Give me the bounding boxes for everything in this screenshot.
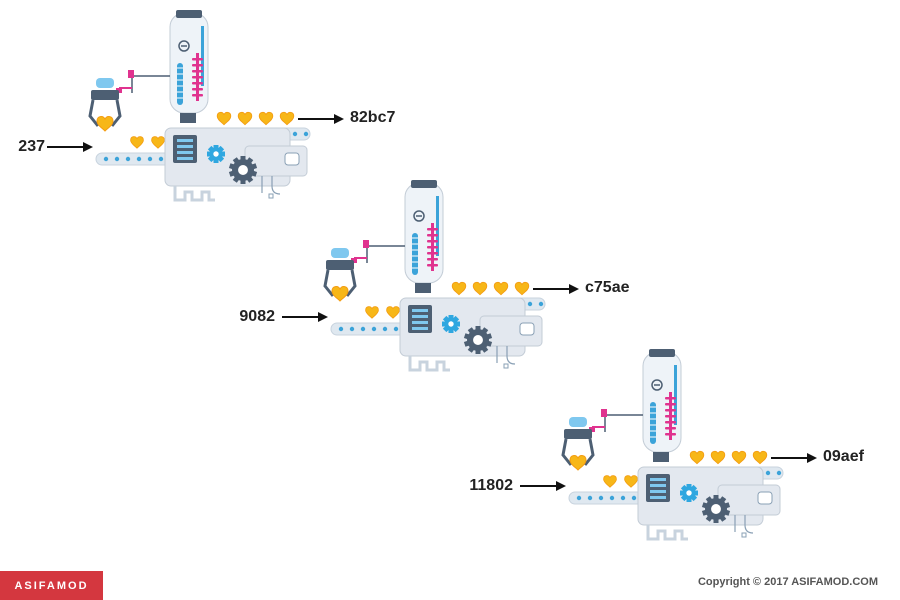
heart-icon	[279, 111, 295, 126]
heart-icon	[258, 111, 274, 126]
asifamod-logo: ASIFAMOD	[0, 571, 103, 600]
hash-machine-3	[561, 347, 823, 547]
machine-illustration	[323, 180, 546, 372]
output-arrow-3	[771, 453, 817, 463]
heart-icon	[752, 450, 768, 465]
gear-icon	[442, 315, 460, 333]
output-arrow-1	[298, 114, 344, 124]
heart-icon	[603, 475, 617, 488]
heart-icon	[151, 136, 165, 149]
machine-illustration	[561, 349, 784, 541]
heart-icon	[331, 286, 349, 302]
input-value-1: 237	[18, 138, 45, 155]
robotic-claw-icon	[323, 248, 357, 297]
gear-icon	[207, 145, 225, 163]
gear-icon	[463, 326, 493, 354]
hash-machine-1	[88, 8, 350, 208]
heart-icon	[731, 450, 747, 465]
heart-icon	[237, 111, 253, 126]
heart-icon	[569, 455, 587, 471]
heart-icon	[493, 281, 509, 296]
input-value-3: 11802	[469, 477, 513, 494]
copyright-notice: Copyright © 2017 ASIFAMOD.COM	[697, 576, 878, 588]
heart-icon	[710, 450, 726, 465]
robotic-claw-icon	[561, 417, 595, 466]
heart-icon	[216, 111, 232, 126]
heart-icon	[472, 281, 488, 296]
heart-icon	[96, 116, 114, 132]
output-arrow-2	[533, 284, 579, 294]
input-arrow-1	[47, 142, 93, 152]
machine-illustration	[88, 10, 311, 202]
robotic-claw-icon	[88, 78, 122, 127]
heart-icon	[386, 306, 400, 319]
output-hash-3: 09aef	[823, 448, 864, 465]
output-hash-1: 82bc7	[350, 109, 396, 126]
heart-icon	[689, 450, 705, 465]
input-arrow-3	[520, 481, 566, 491]
output-hash-2: c75ae	[585, 279, 630, 296]
input-value-2: 9082	[239, 308, 275, 325]
heart-icon	[365, 306, 379, 319]
gear-icon	[680, 484, 698, 502]
hash-machine-2	[323, 178, 585, 378]
heart-icon	[130, 136, 144, 149]
input-arrow-2	[282, 312, 328, 322]
heart-icon	[624, 475, 638, 488]
gear-icon	[701, 495, 731, 523]
gear-icon	[228, 156, 258, 184]
heart-icon	[451, 281, 467, 296]
heart-icon	[514, 281, 530, 296]
